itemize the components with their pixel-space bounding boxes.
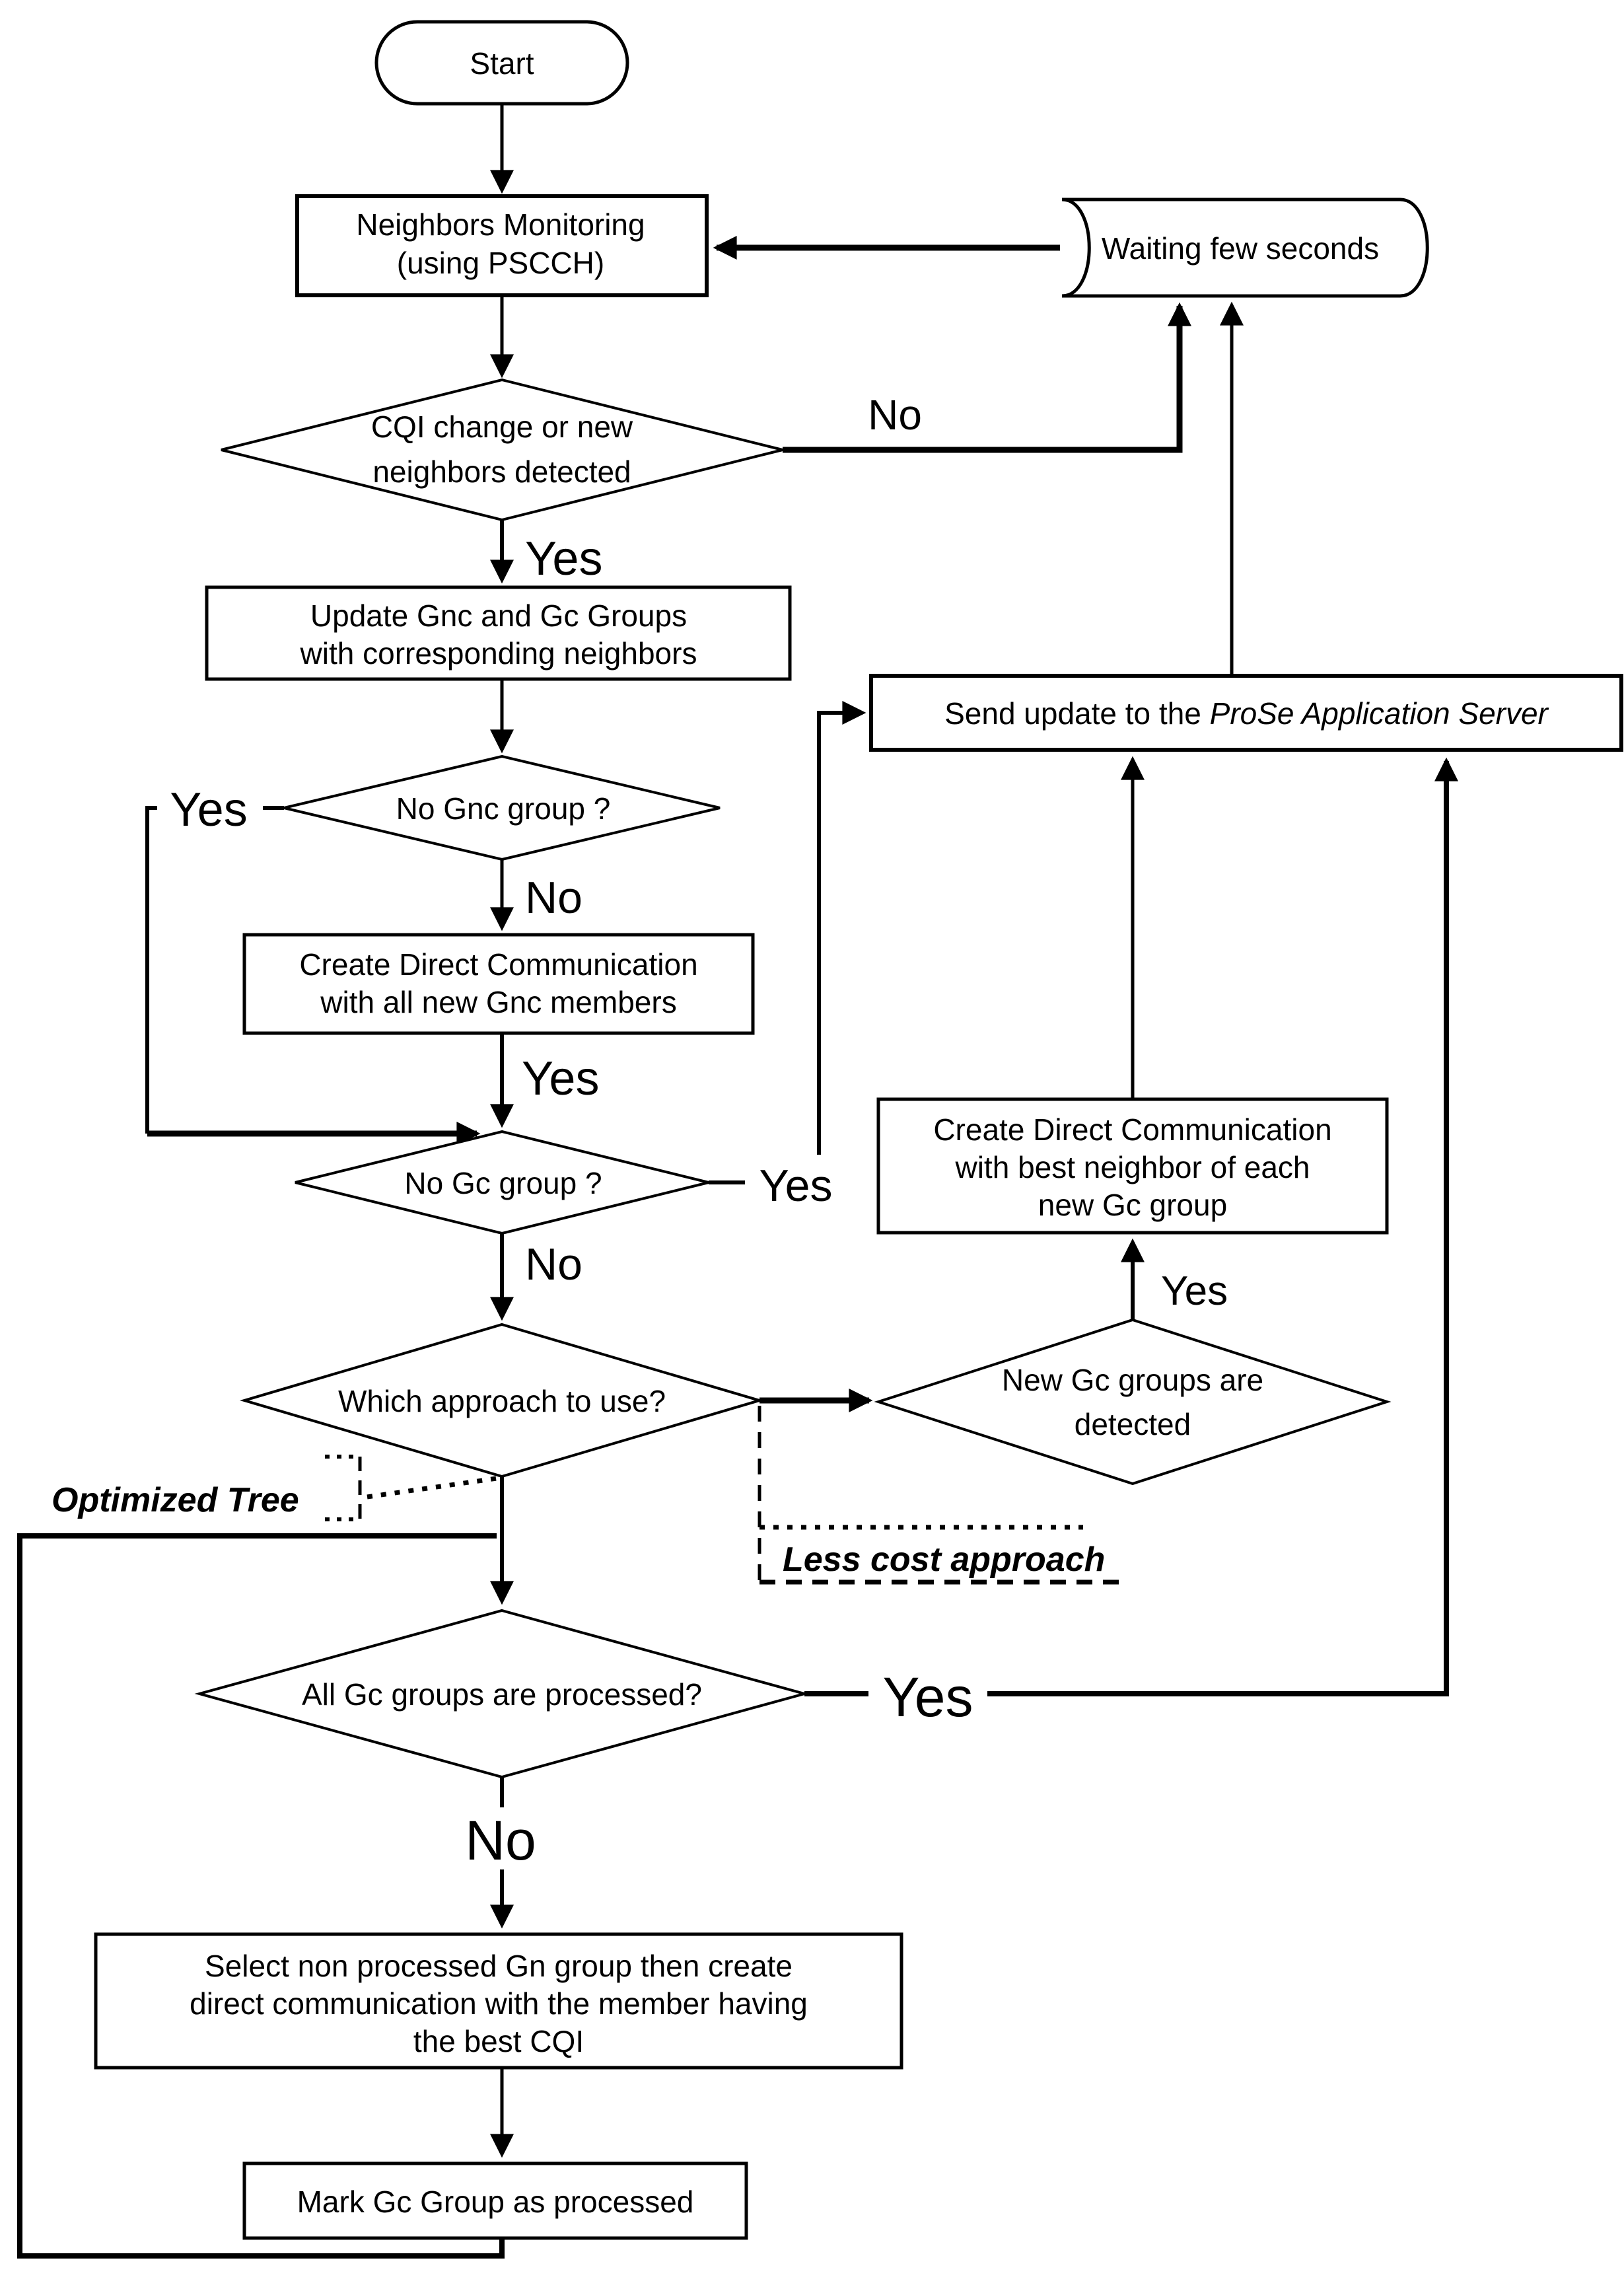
cqi-decision-line2: neighbors detected (372, 454, 631, 489)
label-mask-no-gnc-yes (157, 778, 263, 835)
edge-label-no-gnc-yes: Yes (170, 783, 247, 836)
send-update-box (869, 674, 1623, 752)
node-create-gc: Create Direct Communication with best ne… (876, 1097, 1389, 1235)
mark-processed-label: Mark Gc Group as processed (297, 2185, 694, 2219)
which-approach-diamond (239, 1323, 765, 1478)
annotation-less-cost: Less cost approach (783, 1540, 1105, 1579)
create-gnc-line2: with all new Gnc members (320, 985, 676, 1019)
node-no-gnc-decision: No Gnc group ? (283, 754, 721, 861)
label-mask-no-gc-yes (745, 1155, 847, 1210)
mark-processed-box (242, 2161, 748, 2240)
select-group-box (94, 1932, 903, 2070)
no-gnc-decision-diamond (283, 754, 721, 861)
neighbors-monitoring-box (295, 194, 709, 297)
no-gc-decision-diamond (295, 1130, 709, 1235)
start-terminator-shape (374, 20, 629, 106)
label-mask-all-processed-yes (868, 1665, 987, 1725)
update-groups-line2: with corresponding neighbors (300, 636, 697, 670)
new-gc-decision-line1: New Gc groups are (1002, 1363, 1263, 1397)
edge-cqi-no-to-waiting (783, 302, 1191, 453)
no-gc-decision-label: No Gc group ? (404, 1166, 602, 1200)
node-no-gc-decision: No Gc group ? (295, 1130, 709, 1235)
waiting-delay-shape (1061, 198, 1429, 298)
create-gc-line1: Create Direct Communication (933, 1112, 1331, 1147)
which-approach-label: Which approach to use? (338, 1384, 666, 1418)
node-which-approach-decision: Which approach to use? (239, 1323, 765, 1478)
edge-label-create-gnc-yes: Yes (522, 1052, 599, 1105)
edge-label-no-gnc-no: No (525, 873, 583, 923)
update-groups-box (205, 585, 792, 681)
node-mark-processed: Mark Gc Group as processed (242, 2161, 748, 2240)
node-update-groups: Update Gnc and Gc Groups with correspond… (205, 585, 792, 681)
node-cqi-decision: CQI change or new neighbors detected (221, 378, 783, 522)
create-gc-line3: new Gc group (1038, 1188, 1227, 1222)
select-group-line2: direct communication with the member hav… (190, 1986, 808, 2021)
edge-allprocessed-yes-to-sendupdate (804, 757, 1458, 1696)
cqi-decision-diamond (221, 378, 783, 522)
create-gnc-box (242, 933, 755, 1035)
new-gc-decision-diamond (874, 1318, 1392, 1486)
all-processed-label: All Gc groups are processed? (302, 1677, 702, 1712)
node-send-update: Send update to the ProSe Application Ser… (869, 674, 1623, 752)
node-create-gnc: Create Direct Communication with all new… (242, 933, 755, 1035)
neighbors-monitoring-line2: (using PSCCH) (397, 246, 604, 280)
select-group-line1: Select non processed Gn group then creat… (205, 1949, 793, 1983)
create-gnc-line1: Create Direct Communication (299, 947, 697, 982)
optimized-tree-leader-dotted (367, 1476, 497, 1500)
all-processed-diamond (194, 1609, 810, 1779)
edge-label-no-gc-yes: Yes (759, 1161, 833, 1211)
edge-label-cqi-no: No (868, 391, 922, 439)
new-gc-decision-line2: detected (1075, 1407, 1191, 1441)
edge-loop-mark-to-allprocessed (17, 1533, 505, 2259)
node-new-gc-decision: New Gc groups are detected (874, 1318, 1392, 1486)
send-update-label: Send update to the ProSe Application Ser… (944, 696, 1549, 731)
node-select-group: Select non processed Gn group then creat… (94, 1932, 903, 2070)
send-update-label-emphasis: ProSe Application Server (1210, 696, 1549, 731)
select-group-line3: the best CQI (413, 2024, 584, 2058)
create-gc-box (876, 1097, 1389, 1235)
label-mask-all-processed-no (454, 1807, 547, 1869)
edge-label-no-gc-no: No (525, 1239, 583, 1289)
waiting-label: Waiting few seconds (1102, 231, 1379, 266)
edge-label-cqi-yes: Yes (525, 532, 602, 585)
create-gc-line2: with best neighbor of each (954, 1150, 1310, 1184)
neighbors-monitoring-line1: Neighbors Monitoring (356, 207, 645, 242)
node-start: Start (374, 20, 629, 106)
start-label: Start (470, 46, 534, 81)
no-gnc-decision-label: No Gnc group ? (396, 791, 611, 826)
cqi-decision-line1: CQI change or new (371, 410, 633, 444)
edge-label-all-processed-no: No (465, 1809, 536, 1871)
node-waiting-few-seconds: Waiting few seconds (1061, 198, 1429, 298)
node-all-processed-decision: All Gc groups are processed? (194, 1609, 810, 1779)
annotation-optimized-tree: Optimized Tree (52, 1481, 299, 1519)
node-neighbors-monitoring: Neighbors Monitoring (using PSCCH) (295, 194, 709, 297)
send-update-label-prefix: Send update to the (944, 696, 1210, 731)
edge-label-all-processed-yes: Yes (882, 1666, 973, 1728)
update-groups-line1: Update Gnc and Gc Groups (310, 598, 687, 633)
edge-label-new-gc-yes: Yes (1161, 1268, 1228, 1314)
